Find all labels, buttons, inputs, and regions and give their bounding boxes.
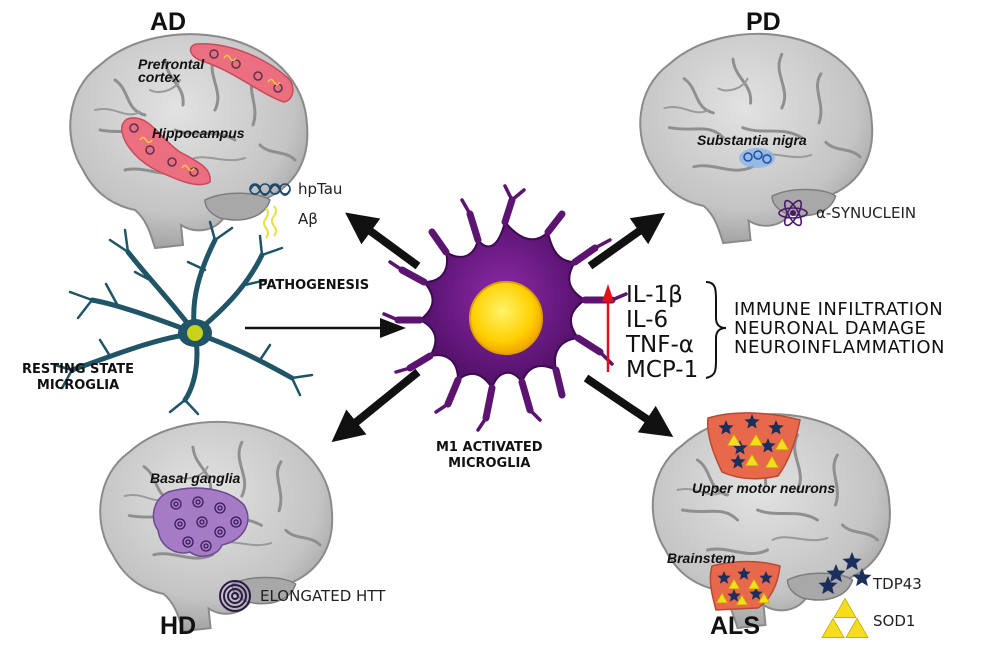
sod1-triangle-mark: [833, 597, 857, 618]
region-hippocampus: Hippocampus: [152, 125, 245, 141]
sod1-triangle-mark: [821, 617, 845, 638]
region-prefrontal-cortex: Prefrontal cortex: [138, 56, 205, 85]
tdp43-star-mark: [727, 589, 741, 602]
tdp43-star-mark: [737, 567, 751, 580]
tdp43-star-mark: [818, 576, 838, 595]
sod1-triangle-mark: [726, 433, 742, 447]
pd-substantia-nigra-marker: [739, 148, 775, 168]
tdp43-star-mark: [842, 552, 862, 571]
hptau-icon: [249, 183, 291, 196]
region-brainstem: Brainstem: [667, 550, 736, 566]
tdp43-star-mark: [852, 568, 872, 587]
activated-microglia-label: M1 ACTIVATED MICROGLIA: [436, 440, 543, 471]
ad-prefrontal-lesion: [189, 43, 294, 103]
cytokine-mcp1: MCP-1: [626, 357, 699, 383]
increase-arrow: [602, 284, 614, 372]
region-upper-motor-neurons: Upper motor neurons: [692, 480, 836, 496]
sod1-triangle-mark: [757, 592, 771, 604]
tdp43-star-mark: [717, 571, 731, 584]
resting-microglia-cell: [53, 220, 314, 416]
sod1-triangle-mark: [774, 437, 790, 451]
sod1-triangle-mark: [764, 455, 780, 469]
outcome-neuronal-damage: NEURONAL DAMAGE: [734, 318, 927, 339]
tdp43-star-mark: [732, 440, 748, 455]
disease-label-als: ALS: [710, 612, 760, 640]
sod1-triangle-mark: [747, 578, 761, 590]
resting-microglia-label: RESTING STATE MICROGLIA: [22, 362, 135, 393]
cytokine-tnfa: TNF-α: [626, 332, 694, 358]
activated-microglia-cell: [382, 184, 628, 432]
sod1-triangle-mark: [715, 592, 729, 604]
sod1-triangle-mark: [735, 594, 749, 606]
legend-alpha-synuclein: α-SYNUCLEIN: [816, 204, 917, 222]
outcome-list: IMMUNE INFILTRATION NEURONAL DAMAGE NEUR…: [734, 300, 945, 357]
tdp43-star-mark: [759, 571, 773, 584]
disease-label-hd: HD: [160, 612, 197, 640]
arrow-to-pd: [587, 212, 666, 270]
pathway-arrows: [245, 212, 674, 443]
legend-sod1: SOD1: [873, 612, 916, 630]
hd-basal-ganglia-region: [152, 487, 249, 557]
tdp43-star-mark: [768, 420, 784, 435]
als-protein-marks: [715, 414, 790, 606]
disease-label-pd: PD: [746, 8, 781, 36]
outcome-immune-infiltration: IMMUNE INFILTRATION: [734, 299, 944, 320]
sod1-triangle-mark: [727, 578, 741, 590]
disease-label-ad: AD: [150, 8, 187, 36]
region-basal-ganglia: Basal ganglia: [150, 470, 241, 486]
legend-abeta: Aβ: [298, 210, 318, 228]
cytokine-brace: [705, 281, 727, 379]
arrow-to-ad: [345, 212, 421, 270]
tdp43-star-mark: [744, 414, 760, 429]
cytokine-list: IL-1β IL-6 TNF-α MCP-1: [626, 283, 698, 383]
sod1-triangle-mark: [744, 453, 760, 467]
arrow-to-als: [583, 374, 674, 437]
abeta-icon: [263, 205, 277, 239]
outcome-neuroinflammation: NEUROINFLAMMATION: [734, 337, 945, 358]
tdp43-star-mark: [760, 438, 776, 453]
tdp43-star-mark: [718, 420, 734, 435]
legend-hptau: hpTau: [298, 180, 343, 198]
cytokine-il1b: IL-1β: [626, 282, 683, 308]
tdp43-icon: [818, 552, 872, 595]
synuclein-icon: [778, 199, 808, 227]
sod1-triangle-mark: [845, 617, 869, 638]
sod1-icon: [821, 597, 869, 638]
ad-hippocampus-lesion: [121, 117, 211, 186]
tdp43-star-mark: [730, 454, 746, 469]
pathogenesis-label: PATHOGENESIS: [258, 278, 370, 293]
legend-tdp43: TDP43: [873, 575, 922, 593]
region-substantia-nigra: Substantia nigra: [697, 132, 807, 148]
tdp43-star-mark: [749, 587, 763, 600]
sod1-triangle-mark: [748, 433, 764, 447]
arrow-resting-head: [380, 318, 406, 338]
legend-elongated-htt: ELONGATED HTT: [260, 587, 386, 605]
cytokine-il6: IL-6: [626, 307, 669, 333]
elongated-htt-icon: [219, 580, 251, 612]
tdp43-star-mark: [826, 564, 846, 583]
arrow-to-hd: [331, 368, 421, 443]
